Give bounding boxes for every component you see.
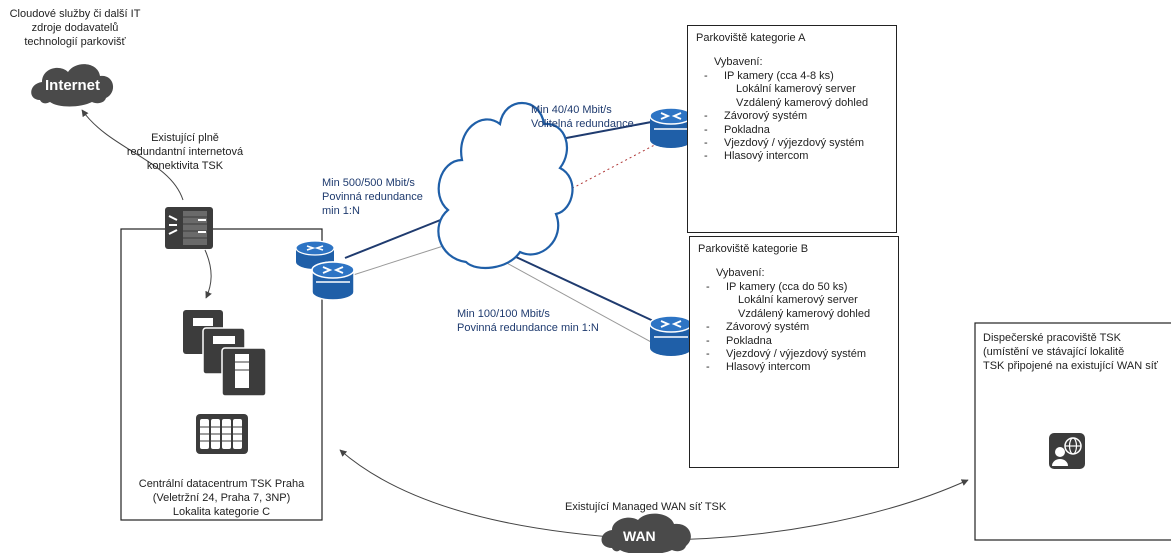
cloud-services-line: Cloudové služby či další IT — [9, 8, 141, 20]
cloud-services-line: zdroje dodavatelů — [31, 22, 119, 34]
dispatch-line: (umístění ve stávající lokalitě — [983, 346, 1125, 358]
link-central-line: min 1:N — [322, 205, 360, 217]
list-item: -Závorový systém — [704, 110, 808, 123]
central-dc-line: Lokalita kategorie C — [172, 506, 271, 518]
link-b-backup — [504, 261, 663, 349]
site-b-title: Parkoviště kategorie B — [698, 243, 809, 255]
cloud-services-note: Cloudové služby či další IT zdroje dodav… — [0, 7, 150, 49]
wan-caption: Existující Managed WAN síť TSK — [565, 501, 727, 513]
internet-label: Internet — [45, 77, 101, 94]
dispatch-line: TSK připojené na existující WAN síť — [983, 360, 1158, 372]
connector-firewall-servers — [204, 249, 212, 299]
cloud-services-line: technologií parkovišť — [24, 36, 126, 48]
existing-connectivity-note: Existující plně redundantní internetová … — [110, 131, 260, 173]
connectivity-line: konektivita TSK — [146, 160, 224, 172]
link-central-primary — [344, 212, 459, 259]
list-item: -Vjezdový / výjezdový systém — [704, 137, 864, 150]
site-a-box: Parkoviště kategorie A Vybavení: -IP kam… — [687, 25, 897, 233]
dispatch-box — [974, 322, 1171, 541]
dispatcher-icon — [1049, 433, 1085, 469]
router-icon — [295, 240, 355, 301]
link-central-line: Povinná redundance — [322, 191, 423, 203]
link-b-label: Min 100/100 Mbit/s Povinná redundance mi… — [457, 307, 599, 335]
dispatch-line: Dispečerské pracoviště TSK — [983, 332, 1121, 344]
router-icon — [649, 107, 693, 148]
site-a-equipment-list: -IP kamery (cca 4-8 ks) Lokální kamerový… — [704, 70, 868, 164]
site-a-title: Parkoviště kategorie A — [696, 32, 806, 44]
list-item: -Závorový systém — [706, 321, 810, 334]
connector-firewall-internet — [81, 109, 184, 201]
central-dc-caption: Centrální datacentrum TSK Praha (Veletrž… — [121, 477, 322, 519]
server-stack-icon — [183, 310, 267, 397]
link-b-line: Min 100/100 Mbit/s — [457, 308, 550, 320]
list-item: -IP kamery (cca 4-8 ks) — [704, 70, 834, 82]
site-b-equipment-heading: Vybavení: — [716, 267, 765, 279]
router-icon — [649, 315, 693, 356]
list-item: Lokální kamerový server — [738, 294, 858, 307]
link-a-line: Volitelná redundance — [531, 118, 634, 130]
connectivity-line: redundantní internetová — [126, 146, 244, 158]
wan-label: WAN — [623, 528, 656, 544]
list-item: -Pokladna — [704, 123, 770, 136]
central-dc-line: (Veletržní 24, Praha 7, 3NP) — [152, 492, 291, 504]
wan-cloud-icon — [601, 513, 691, 553]
list-item: Vzdálený kamerový dohled — [736, 96, 869, 109]
connectivity-line: Existující plně — [151, 132, 219, 144]
list-item: -Hlasový intercom — [706, 361, 811, 374]
site-a-equipment-heading: Vybavení: — [714, 56, 763, 68]
central-dc-box — [120, 228, 323, 521]
internet-cloud-icon — [31, 64, 114, 107]
list-item: -IP kamery (cca do 50 ks) — [706, 281, 848, 293]
list-item: -Vjezdový / výjezdový systém — [706, 348, 866, 361]
dispatch-note: Dispečerské pracoviště TSK (umístění ve … — [983, 331, 1169, 373]
link-a-line: Min 40/40 Mbit/s — [531, 104, 612, 116]
site-b-equipment-list: -IP kamery (cca do 50 ks) Lokální kamero… — [706, 281, 870, 375]
storage-array-icon — [196, 414, 248, 454]
list-item: -Hlasový intercom — [704, 150, 809, 163]
link-b-line: Povinná redundance min 1:N — [457, 322, 599, 334]
link-central-line: Min 500/500 Mbit/s — [322, 177, 415, 189]
central-cloud-icon — [437, 101, 574, 269]
list-item: Vzdálený kamerový dohled — [738, 307, 871, 320]
central-dc-line: Centrální datacentrum TSK Praha — [138, 478, 305, 490]
list-item: -Pokladna — [706, 334, 772, 347]
site-b-box: Parkoviště kategorie B Vybavení: -IP kam… — [689, 236, 899, 468]
link-central-label: Min 500/500 Mbit/s Povinná redundance mi… — [322, 176, 423, 218]
link-a-label: Min 40/40 Mbit/s Volitelná redundance — [531, 103, 634, 131]
firewall-icon — [165, 207, 213, 249]
list-item: Lokální kamerový server — [736, 83, 856, 96]
link-b-primary — [515, 256, 663, 326]
